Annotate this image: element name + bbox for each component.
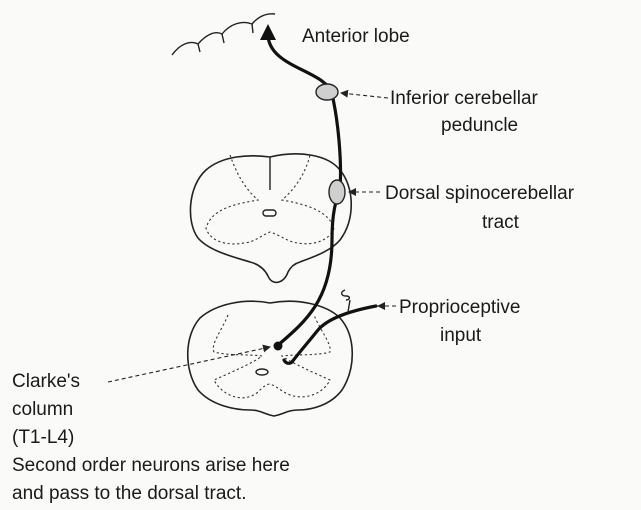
icp-label-line2: peduncle (441, 115, 518, 136)
folium-line (222, 34, 224, 43)
lower-spinal-cord-section (188, 301, 353, 416)
receptor-ending-icon (342, 290, 350, 300)
folium-line (198, 44, 200, 52)
upper-spinal-cord-section (190, 154, 351, 283)
clarke-label-line2: column (12, 399, 73, 420)
cerebellum-anterior-lobe-outline (172, 14, 275, 55)
folium-line (252, 24, 253, 33)
receptor-ending-icon (348, 300, 350, 312)
dorsal-spinocerebellar-tract-marker (329, 180, 345, 204)
icp-pointer (341, 93, 388, 98)
inferior-cerebellar-peduncle-marker (316, 84, 338, 100)
clarke-label-line3: (T1-L4) (12, 427, 74, 448)
note-line1: Second order neurons arise here (12, 455, 290, 476)
tract-arrowhead (260, 24, 276, 40)
dsct-label-line1: Dorsal spinocerebellar (385, 183, 575, 204)
clarke-label-line1: Clarke's (12, 371, 80, 392)
proprio-label-line2: input (440, 325, 482, 346)
anterior-lobe-label: Anterior lobe (302, 26, 410, 47)
clarkes-column-neuron (274, 342, 283, 351)
icp-label-line1: Inferior cerebellar (390, 88, 539, 109)
note-line2: and pass to the dorsal tract. (12, 483, 246, 504)
dsct-label-line2: tract (482, 212, 520, 233)
proprioceptive-input-fiber (284, 306, 376, 363)
proprio-label-line1: Proprioceptive (399, 297, 520, 318)
